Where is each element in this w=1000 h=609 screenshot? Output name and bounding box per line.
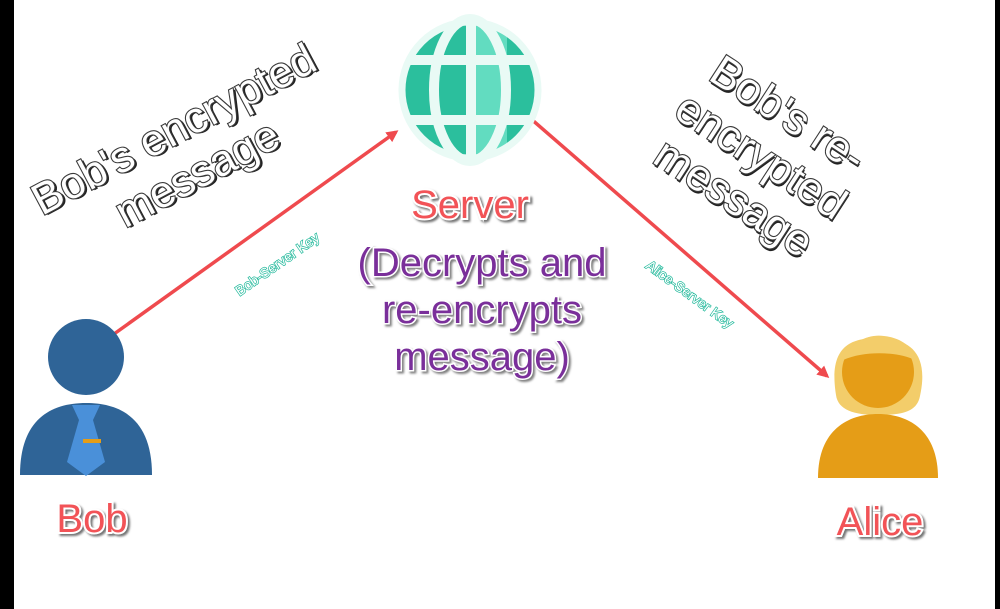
bob-person-icon <box>20 319 152 476</box>
server-note-line-1: (Decrypts and <box>358 241 607 285</box>
globe-icon <box>398 14 542 166</box>
alice-server-key-label: Alice-Server Key <box>643 257 737 331</box>
bob-to-server-arrow <box>112 130 399 336</box>
server-note-line-3: message) <box>394 335 570 379</box>
right-message-group: Bob's re- Bob's re- encrypted encrypted … <box>644 45 875 270</box>
server-to-alice-arrow <box>528 116 830 378</box>
left-edge-bar <box>0 0 14 609</box>
bob-label: Bob <box>56 497 127 541</box>
server-label: Server <box>411 183 529 227</box>
alice-label: Alice <box>837 500 924 544</box>
alice-person-icon <box>818 335 938 478</box>
right-edge-bar <box>995 0 1000 609</box>
server-note-line-2: re-encrypts <box>382 288 582 332</box>
left-message-group: Bob's encrypted Bob's encrypted message … <box>23 33 327 238</box>
